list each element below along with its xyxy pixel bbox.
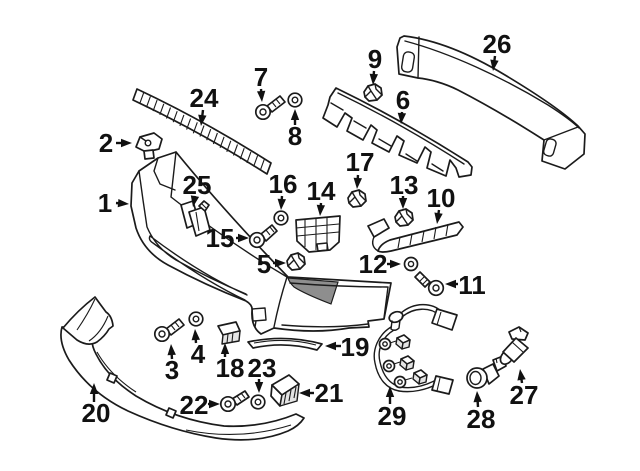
- arrowhead-12: [390, 259, 401, 269]
- part-26-impact-bar: [396, 35, 586, 170]
- part-14-support-bracket: [295, 215, 341, 253]
- arrowhead-23: [254, 382, 264, 393]
- arrowhead-14: [316, 204, 325, 216]
- part-10-side-support: [367, 218, 464, 253]
- part-number-28: 28: [467, 404, 496, 434]
- part-5-clip-nut: [286, 252, 306, 271]
- part-number-21: 21: [315, 378, 344, 408]
- arrowhead-18: [220, 343, 230, 354]
- part-23-washer: [250, 394, 266, 410]
- arrowhead-8: [290, 109, 300, 120]
- part-number-6: 6: [396, 85, 410, 115]
- arrowhead-10: [434, 212, 443, 224]
- part-number-11: 11: [458, 270, 486, 300]
- part-13-clip-nut: [394, 208, 414, 227]
- part-15-bolt: [248, 224, 278, 249]
- arrowhead-5: [275, 258, 286, 268]
- part-19-molding-strip: [247, 337, 323, 351]
- part-4-washer: [188, 311, 204, 327]
- part-number-9: 9: [368, 44, 382, 74]
- arrowhead-28: [473, 391, 482, 403]
- part-6-energy-absorber: [322, 87, 473, 178]
- part-number-8: 8: [288, 121, 302, 151]
- arrowhead-21: [299, 388, 310, 398]
- arrowhead-29: [385, 386, 395, 397]
- arrowhead-11: [445, 279, 456, 289]
- part-number-13: 13: [390, 170, 419, 200]
- callout-labels: 1234567891011121314151617181920212223242…: [82, 29, 539, 434]
- arrowhead-22: [209, 399, 220, 409]
- part-22-bolt: [219, 390, 250, 413]
- part-8-washer: [287, 92, 303, 108]
- part-11-bolt: [414, 271, 445, 297]
- arrowhead-26: [490, 59, 499, 71]
- part-25-bracket: [180, 200, 211, 237]
- arrowhead-17: [353, 177, 362, 189]
- part-3-bolt: [153, 318, 185, 343]
- arrowhead-3: [167, 344, 176, 356]
- arrowhead-7: [257, 90, 266, 102]
- part-number-7: 7: [254, 62, 268, 92]
- part-number-22: 22: [180, 390, 209, 420]
- arrowhead-24: [198, 114, 207, 126]
- part-24-step-pad: [132, 88, 272, 175]
- part-18-clip: [217, 321, 241, 345]
- part-9-clip-nut: [363, 83, 383, 102]
- arrowhead-9: [369, 73, 378, 85]
- part-number-27: 27: [510, 380, 539, 410]
- part-7-bolt: [254, 95, 286, 121]
- part-29-wiring-harness: [373, 303, 458, 395]
- part-number-25: 25: [183, 170, 212, 200]
- part-number-16: 16: [269, 169, 298, 199]
- part-number-26: 26: [483, 29, 512, 59]
- part-12-washer: [403, 256, 419, 272]
- part-number-18: 18: [216, 353, 245, 383]
- arrowhead-15: [238, 233, 249, 243]
- arrowhead-13: [398, 198, 408, 209]
- arrowhead-4: [191, 329, 200, 341]
- part-number-17: 17: [346, 147, 375, 177]
- part-number-1: 1: [98, 188, 112, 218]
- part-number-14: 14: [307, 176, 336, 206]
- part-20-lower-spoiler: [60, 296, 305, 441]
- part-21-guide-bracket: [270, 374, 300, 407]
- part-17-clip-nut: [347, 189, 367, 208]
- arrowhead-2: [121, 138, 132, 148]
- arrowhead-19: [325, 341, 336, 351]
- part-16-washer: [273, 210, 289, 226]
- part-number-20: 20: [82, 398, 111, 428]
- arrowhead-27: [517, 369, 526, 381]
- part-number-5: 5: [257, 249, 271, 279]
- part-number-10: 10: [427, 183, 456, 213]
- arrowhead-1: [117, 199, 129, 208]
- part-2-end-bracket: [135, 132, 163, 160]
- part-number-15: 15: [206, 223, 235, 253]
- part-number-3: 3: [165, 355, 179, 385]
- arrowhead-20: [89, 383, 99, 394]
- part-number-24: 24: [190, 83, 219, 113]
- part-number-19: 19: [341, 332, 370, 362]
- part-number-4: 4: [191, 339, 206, 369]
- arrowhead-16: [277, 198, 286, 210]
- part-number-2: 2: [99, 128, 113, 158]
- part-27-parking-sensor: [499, 326, 529, 366]
- part-number-23: 23: [248, 353, 277, 383]
- part-number-12: 12: [359, 249, 388, 279]
- part-number-29: 29: [378, 401, 407, 431]
- arrowhead-25: [190, 195, 200, 207]
- arrowhead-6: [397, 112, 407, 124]
